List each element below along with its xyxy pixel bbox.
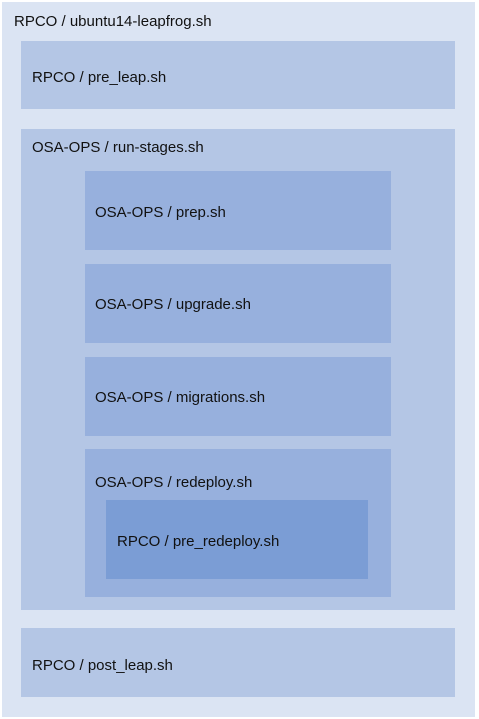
run-stages-script-label: OSA-OPS / run-stages.sh — [32, 139, 204, 156]
pre-redeploy-script-block — [106, 500, 368, 579]
migrations-script-label: OSA-OPS / migrations.sh — [95, 389, 266, 406]
post-leap-script-block — [21, 628, 455, 697]
prep-script-block — [85, 171, 391, 250]
pre-leap-script-block — [21, 41, 455, 109]
pre-redeploy-script-label: RPCO / pre_redeploy.sh — [117, 533, 280, 550]
upgrade-script-block — [85, 264, 391, 343]
migrations-script-block — [85, 357, 391, 436]
post-leap-script-label: RPCO / post_leap.sh — [32, 657, 173, 674]
leapfrog-script-label: RPCO / ubuntu14-leapfrog.sh — [14, 13, 212, 30]
prep-script-label: OSA-OPS / prep.sh — [95, 204, 226, 221]
pre-leap-script-label: RPCO / pre_leap.sh — [32, 69, 167, 86]
upgrade-script-label: OSA-OPS / upgrade.sh — [95, 296, 251, 313]
redeploy-script-label: OSA-OPS / redeploy.sh — [95, 474, 253, 491]
